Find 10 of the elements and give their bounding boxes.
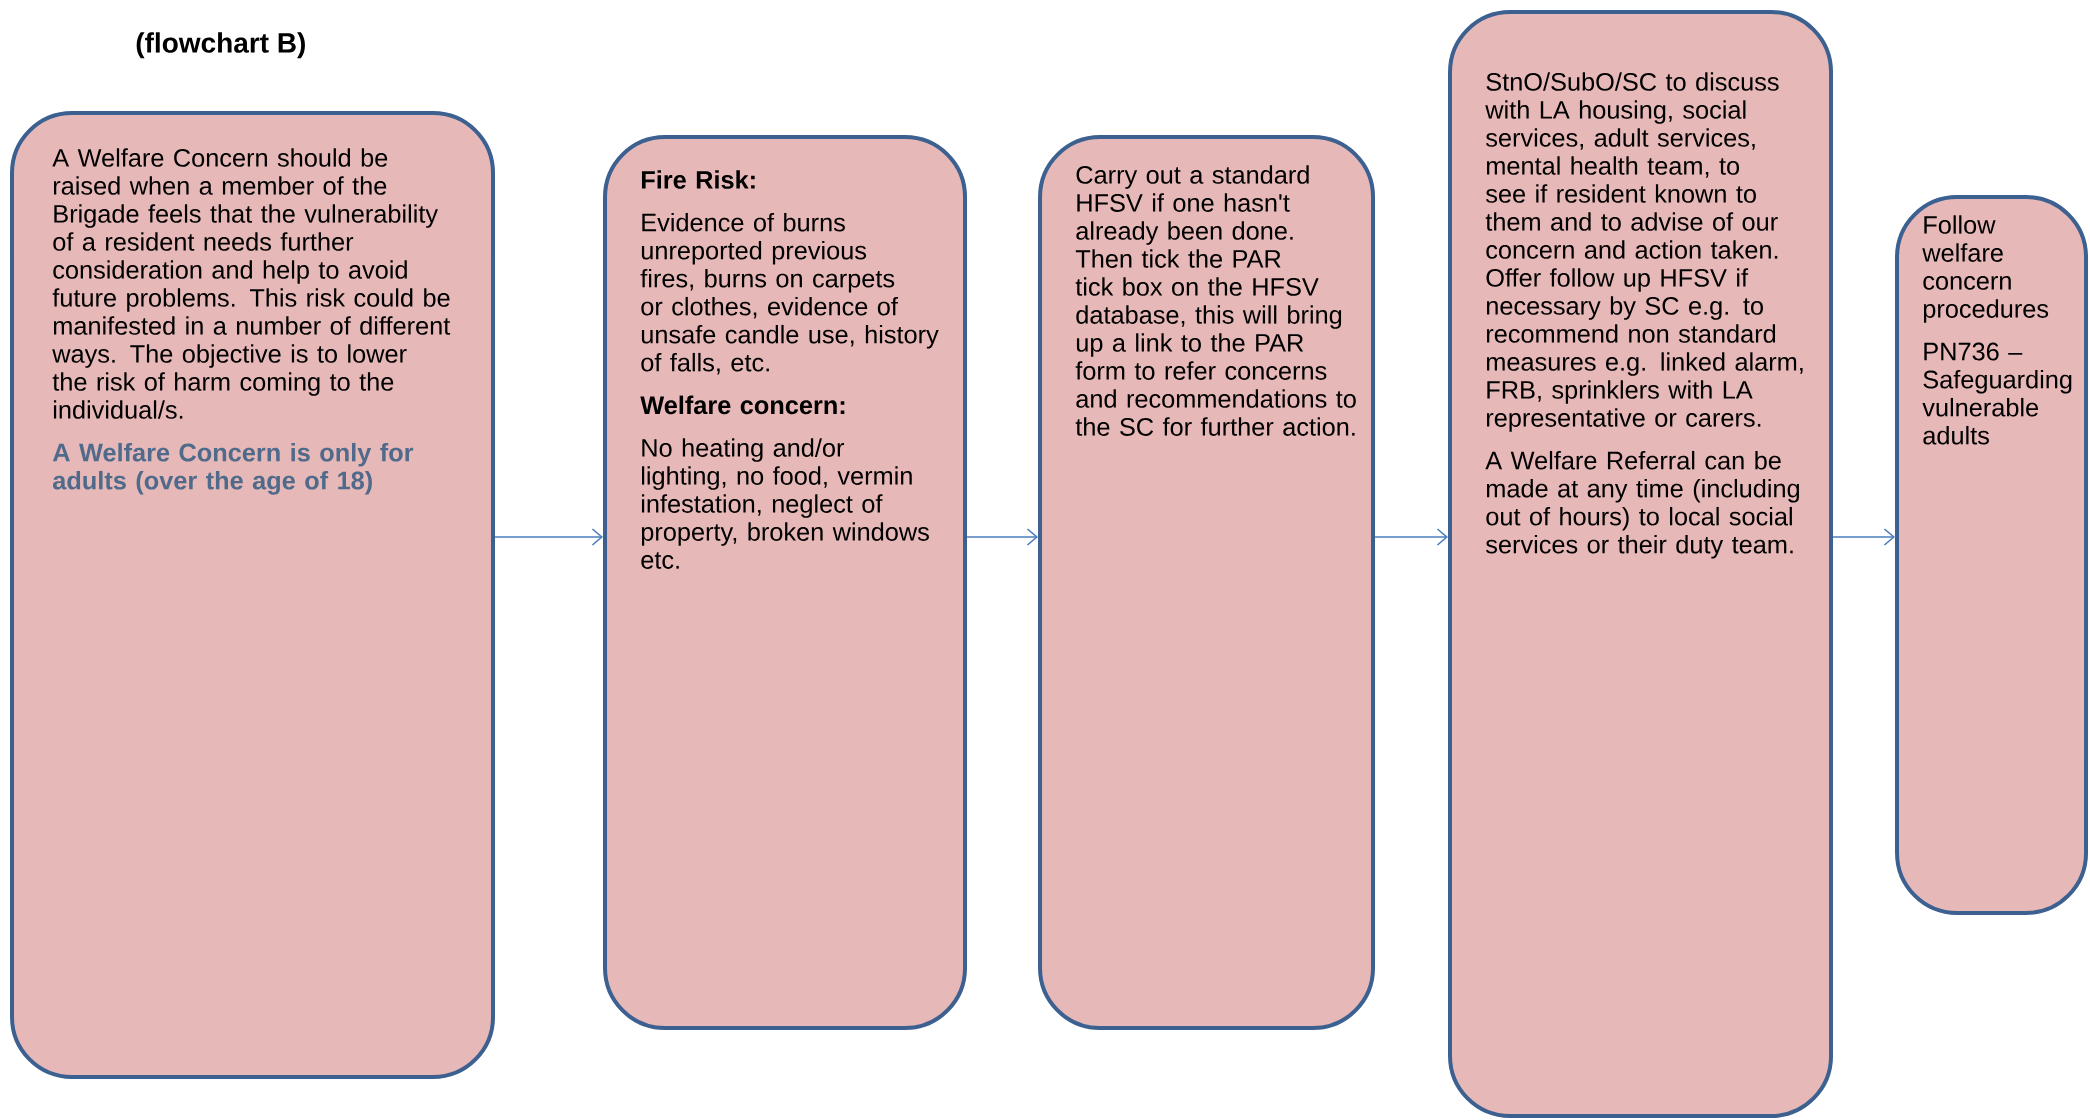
process-box: StnO/SubO/SC to discuss with LA housing, social services, adult services, mental health team, to see if resident known to them and to advise of our concern and action taken. Offer follow up HFSV if necessary by SC e.g. to recommend non standard measures e.g. linked alarm, FRB, sprinklers with LA representative or carers. A Welfare Referral can be made at any time (including out of hours) to local social services or their duty team. xyxy=(1448,10,1834,1118)
process-box: A Welfare Concern should be raised when a member of the Brigade feels that the vulnerability of a resident needs further consideration and help to avoid future problems. This risk could be manifested in a number of different ways. The objective is to lower the risk of harm coming to the individual/s. A Welfare Concern is only for adults (over the age of 18) xyxy=(10,111,495,1079)
arrow xyxy=(1832,528,1895,546)
process-box: Carry out a standard HFSV if one hasn't already been done. Then tick the PAR tick box on the HFSV database, this will bring up a link to the PAR form to refer concerns and recommendations to the SC for further action. xyxy=(1038,135,1376,1030)
arrow xyxy=(1374,528,1449,546)
process-box: Fire Risk: Evidence of burns unreported previous fires, burns on carpets or clothes, evidence of unsafe candle use, history of falls, etc. Welfare concern: No heating and/or lighting, no food, vermin infestation, neglect of property, broken windows etc. xyxy=(603,135,967,1030)
arrow xyxy=(494,528,603,546)
process-box: Follow welfare concern procedures PN736 – Safeguarding vulnerable adults xyxy=(1895,195,2089,915)
title: (flowchart B) xyxy=(136,32,305,59)
arrow xyxy=(966,528,1038,546)
